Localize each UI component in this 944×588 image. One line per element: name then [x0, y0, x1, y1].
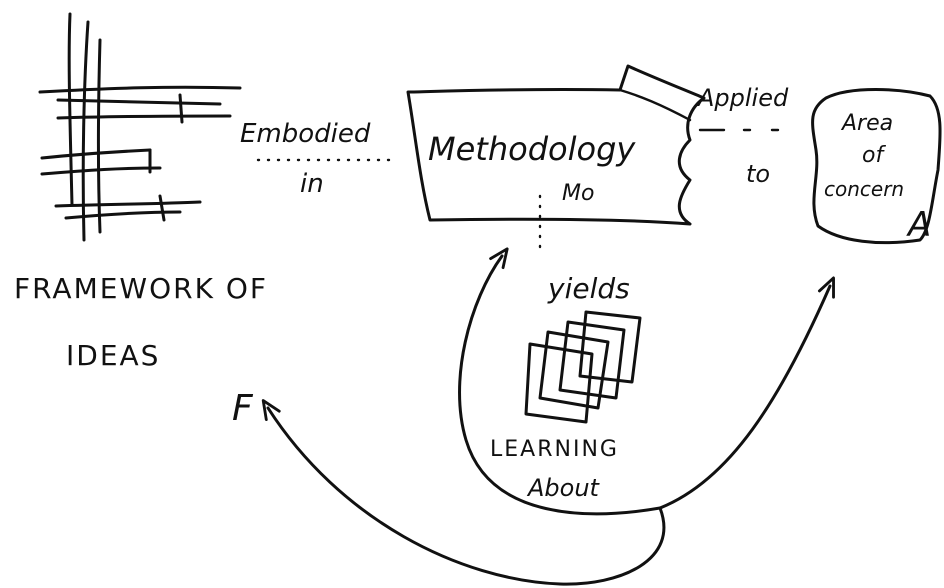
yields-label: yields [547, 272, 630, 305]
methodology-code: Mo [562, 181, 594, 206]
framework-horizontal-line-5 [40, 166, 162, 176]
arrow-learning-to-area [658, 276, 835, 510]
methodology-box [406, 64, 706, 226]
area-of-concern-blob [811, 88, 942, 245]
area-letter: A [906, 205, 931, 245]
learning-pages-stack-icon [524, 310, 642, 424]
area-label-line3: concern [824, 177, 904, 201]
area-label-line2: of [862, 143, 886, 168]
methodology-box-fold [618, 88, 692, 122]
arrow-learning-to-framework [261, 399, 666, 586]
applied-label: Applied [696, 84, 789, 112]
in-label: in [300, 169, 324, 199]
framework-tick-1 [178, 93, 184, 124]
embodied-label: Embodied [240, 119, 371, 149]
learning-label-line2: About [526, 474, 601, 502]
framework-vertical-line-2 [67, 12, 74, 207]
framework-horizontal-line-4 [40, 148, 152, 160]
framework-label-line1: FRAMEWORK OF [14, 272, 268, 305]
framework-horizontal-line-3 [56, 114, 232, 120]
area-label-line1: Area [840, 111, 893, 136]
framework-horizontal-line-6 [54, 200, 202, 208]
framework-vertical-line-1 [81, 20, 90, 242]
framework-letter: F [232, 388, 254, 429]
framework-label-line2: IDEAS [66, 339, 160, 372]
to-label: to [746, 160, 770, 188]
framework-horizontal-line-1 [38, 85, 242, 94]
framework-vertical-line-3 [97, 38, 102, 234]
framework-tick-3 [158, 194, 166, 222]
arrow-learning-to-methodology [458, 247, 662, 516]
framework-grid-sketch [38, 12, 242, 242]
framework-horizontal-line-2 [56, 98, 222, 106]
learning-label-line1: LEARNING [490, 437, 619, 462]
methodology-label: Methodology [428, 130, 636, 168]
framework-horizontal-line-7 [64, 210, 182, 220]
